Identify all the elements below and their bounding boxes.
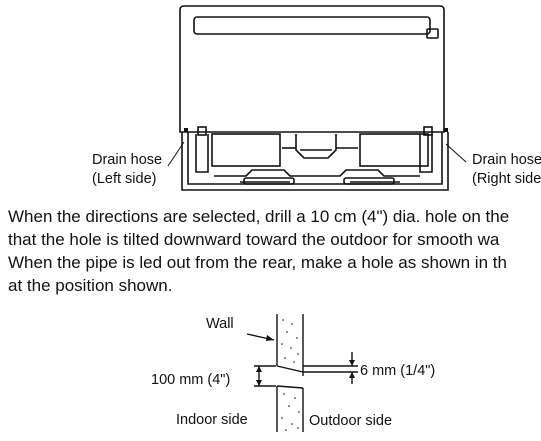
instruction-line-4: at the position shown. <box>8 276 173 295</box>
indoor-side-label: Indoor side <box>176 412 248 428</box>
instruction-line-1: When the directions are selected, drill … <box>8 207 510 226</box>
instruction-line-2: that the hole is tilted downward toward … <box>8 230 500 249</box>
instruction-line-3: When the pipe is led out from the rear, … <box>8 253 507 272</box>
hole-diameter-label: 100 mm (4") <box>151 372 231 388</box>
instruction-paragraph: When the directions are selected, drill … <box>8 205 541 297</box>
outdoor-side-label: Outdoor side <box>309 413 393 429</box>
drain-hose-right-line2: (Right side) <box>472 171 541 187</box>
unit-illustration <box>167 5 467 191</box>
drain-hose-right-line1: Drain hose <box>472 152 541 168</box>
drain-hose-left-label: Drain hose (Left side) <box>92 151 162 189</box>
drain-hose-left-line1: Drain hose <box>92 152 163 168</box>
drain-hose-right-label: Drain hose (Right side) <box>472 151 541 189</box>
wall-label: Wall <box>206 316 234 332</box>
drain-hose-left-line2: (Left side) <box>92 171 157 187</box>
tilt-label: 6 mm (1/4") <box>360 363 436 379</box>
